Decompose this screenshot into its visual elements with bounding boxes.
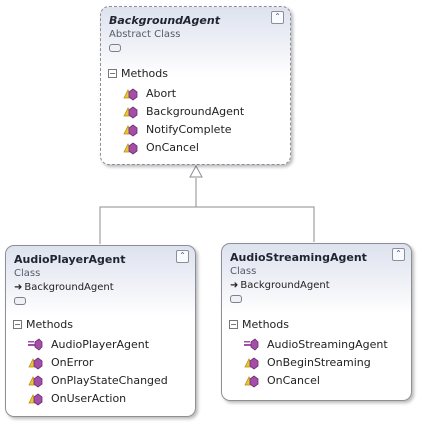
- section-label: Methods: [121, 67, 168, 80]
- method-item[interactable]: OnUserAction: [6, 390, 195, 408]
- class-name: AudioPlayerAgent: [14, 253, 126, 266]
- constructor-icon: [244, 338, 259, 351]
- inherits-arrow-icon: ➜: [230, 280, 239, 291]
- base-class-name: BackgroundAgent: [240, 280, 330, 291]
- method-item[interactable]: NotifyComplete: [101, 121, 290, 139]
- collapse-icon[interactable]: ⌃: [176, 250, 189, 263]
- methods-list: AudioPlayerAgent OnError OnPlayStateChan…: [6, 336, 195, 408]
- method-icon: [28, 375, 43, 388]
- method-item[interactable]: Abort: [101, 85, 290, 103]
- section-label: Methods: [26, 318, 73, 331]
- method-item[interactable]: AudioStreamingAgent: [222, 336, 411, 354]
- methods-section-header[interactable]: − Methods: [222, 316, 411, 334]
- method-icon: [28, 393, 43, 406]
- collapse-icon[interactable]: ⌃: [271, 11, 284, 24]
- collapse-section-icon[interactable]: −: [108, 69, 117, 78]
- method-item[interactable]: AudioPlayerAgent: [6, 336, 195, 354]
- class-box-background-agent[interactable]: BackgroundAgent Abstract Class ⌃ − Metho…: [100, 6, 291, 165]
- class-header: BackgroundAgent Abstract Class ⌃: [101, 7, 290, 65]
- section-label: Methods: [242, 318, 289, 331]
- methods-list: Abort BackgroundAgent NotifyComplete OnC…: [101, 85, 290, 157]
- method-icon: [123, 142, 138, 155]
- method-name: AudioPlayerAgent: [51, 338, 150, 351]
- method-name: BackgroundAgent: [146, 105, 245, 118]
- methods-list: AudioStreamingAgent OnBeginStreaming OnC…: [222, 336, 411, 390]
- class-box-audio-player-agent[interactable]: AudioPlayerAgent Class ➜BackgroundAgent …: [5, 245, 196, 417]
- expand-toggle-icon[interactable]: [230, 295, 242, 303]
- method-icon: [244, 357, 259, 370]
- method-name: OnCancel: [146, 141, 199, 154]
- class-header: AudioStreamingAgent Class ➜BackgroundAge…: [222, 244, 411, 316]
- method-icon: [123, 88, 138, 101]
- method-icon: [123, 124, 138, 137]
- base-class-reference: ➜BackgroundAgent: [14, 281, 187, 295]
- class-header: AudioPlayerAgent Class ➜BackgroundAgent …: [6, 246, 195, 316]
- collapse-section-icon[interactable]: −: [13, 320, 22, 329]
- method-item[interactable]: OnBeginStreaming: [222, 354, 411, 372]
- method-icon: [28, 357, 43, 370]
- class-kind: Class: [14, 268, 41, 279]
- method-item[interactable]: OnCancel: [101, 139, 290, 157]
- expand-toggle-icon[interactable]: [109, 44, 121, 52]
- method-name: OnUserAction: [51, 392, 127, 405]
- expand-toggle-icon[interactable]: [14, 297, 26, 305]
- inheritance-line-audio-streaming: [196, 206, 315, 242]
- method-name: OnPlayStateChanged: [51, 374, 168, 387]
- methods-section-header[interactable]: − Methods: [6, 316, 195, 334]
- method-name: OnCancel: [267, 374, 320, 387]
- method-item[interactable]: OnError: [6, 354, 195, 372]
- method-name: OnError: [51, 356, 94, 369]
- base-class-name: BackgroundAgent: [24, 282, 114, 293]
- inheritance-line-audio-player: [99, 206, 196, 244]
- class-box-audio-streaming-agent[interactable]: AudioStreamingAgent Class ➜BackgroundAge…: [221, 243, 412, 401]
- class-name: BackgroundAgent: [109, 14, 220, 27]
- class-kind: Abstract Class: [109, 29, 181, 40]
- method-icon: [123, 106, 138, 119]
- class-kind: Class: [230, 266, 257, 277]
- method-name: NotifyComplete: [146, 123, 232, 136]
- method-name: OnBeginStreaming: [267, 356, 371, 369]
- constructor-icon: [28, 338, 43, 351]
- base-class-reference: ➜BackgroundAgent: [230, 279, 403, 293]
- generalization-arrowhead: [189, 164, 203, 178]
- class-name: AudioStreamingAgent: [230, 251, 367, 264]
- collapse-icon[interactable]: ⌃: [392, 248, 405, 261]
- method-name: Abort: [146, 87, 177, 100]
- method-item[interactable]: BackgroundAgent: [101, 103, 290, 121]
- method-icon: [244, 375, 259, 388]
- methods-section-header[interactable]: − Methods: [101, 65, 290, 83]
- method-item[interactable]: OnPlayStateChanged: [6, 372, 195, 390]
- collapse-section-icon[interactable]: −: [229, 320, 238, 329]
- inherits-arrow-icon: ➜: [14, 282, 23, 293]
- method-item[interactable]: OnCancel: [222, 372, 411, 390]
- method-name: AudioStreamingAgent: [267, 338, 388, 351]
